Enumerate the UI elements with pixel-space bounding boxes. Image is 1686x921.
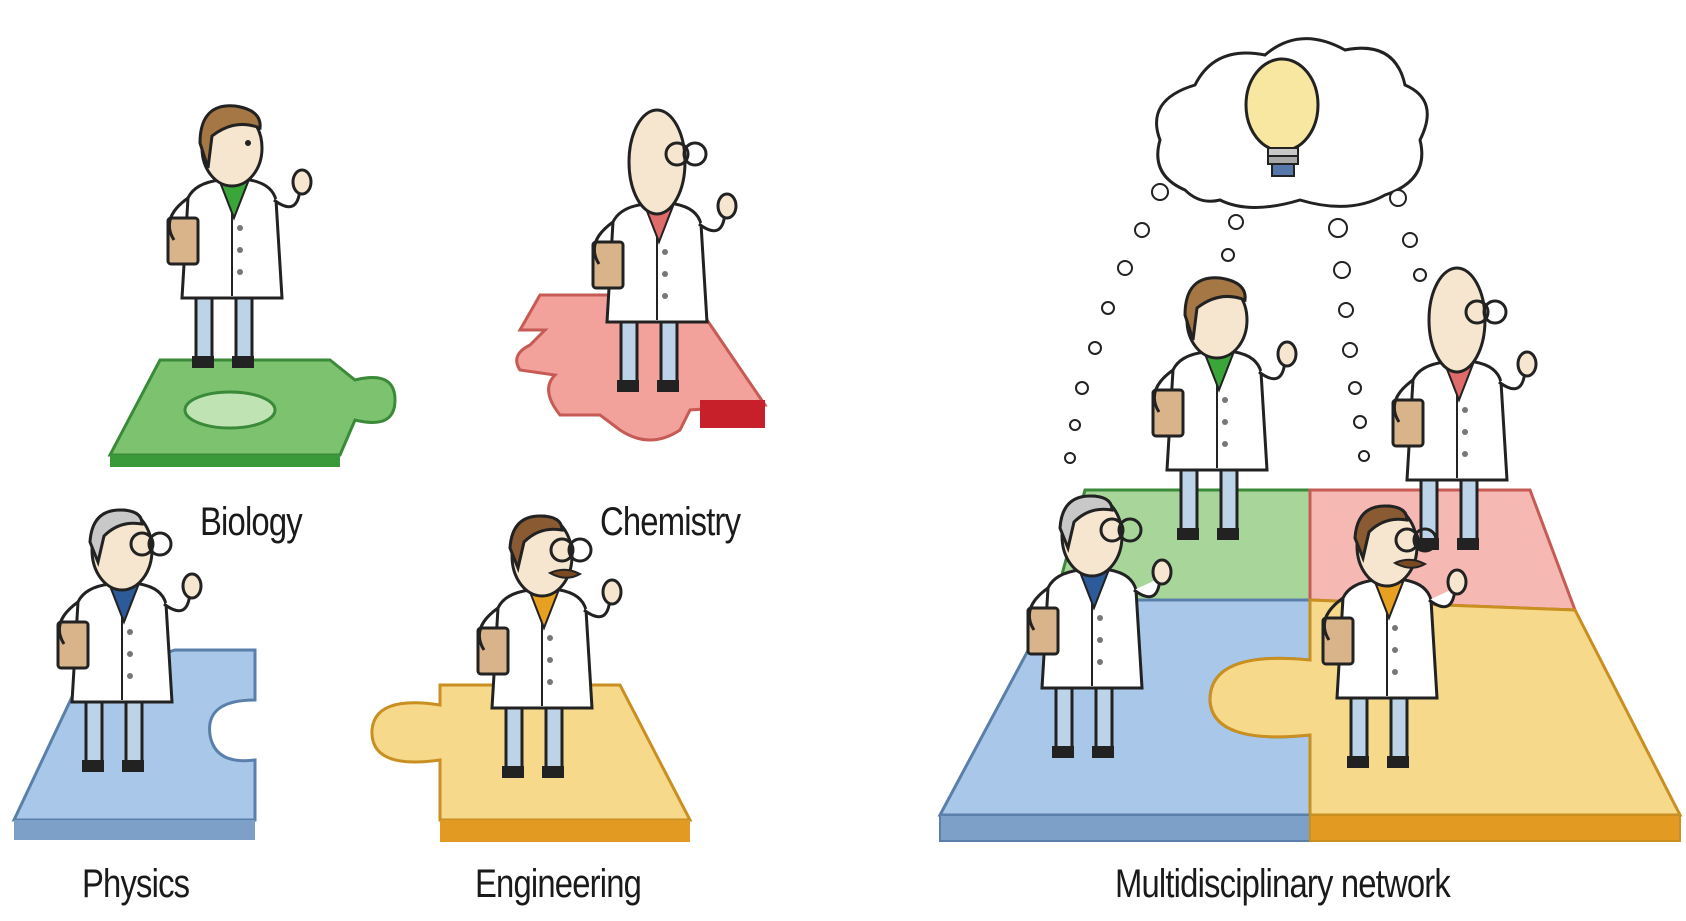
- network-biologist-figure: [1151, 276, 1298, 542]
- biology-group: [107, 104, 397, 467]
- network-physicist-figure: [1026, 494, 1173, 760]
- network-engineer-figure: [1321, 504, 1468, 770]
- thought-bubbles: [1064, 183, 1427, 464]
- network-chemist-figure: [1391, 266, 1538, 552]
- lightbulb-icon: [1244, 57, 1320, 177]
- physicist-figure: [56, 508, 203, 774]
- chemistry-label: Chemistry: [600, 500, 741, 544]
- physics-label: Physics: [82, 862, 190, 906]
- chemistry-group: [515, 108, 768, 442]
- biologist-figure: [166, 104, 313, 370]
- engineering-label: Engineering: [475, 862, 642, 906]
- chemist-figure: [591, 108, 738, 394]
- physics-group: [11, 508, 257, 840]
- network-label: Multidisciplinary network: [1115, 862, 1451, 906]
- engineer-figure: [476, 514, 623, 780]
- engineering-group: [370, 514, 693, 842]
- biology-label: Biology: [200, 500, 303, 544]
- engineering-puzzle-piece: [370, 683, 693, 822]
- network-group: [937, 37, 1683, 842]
